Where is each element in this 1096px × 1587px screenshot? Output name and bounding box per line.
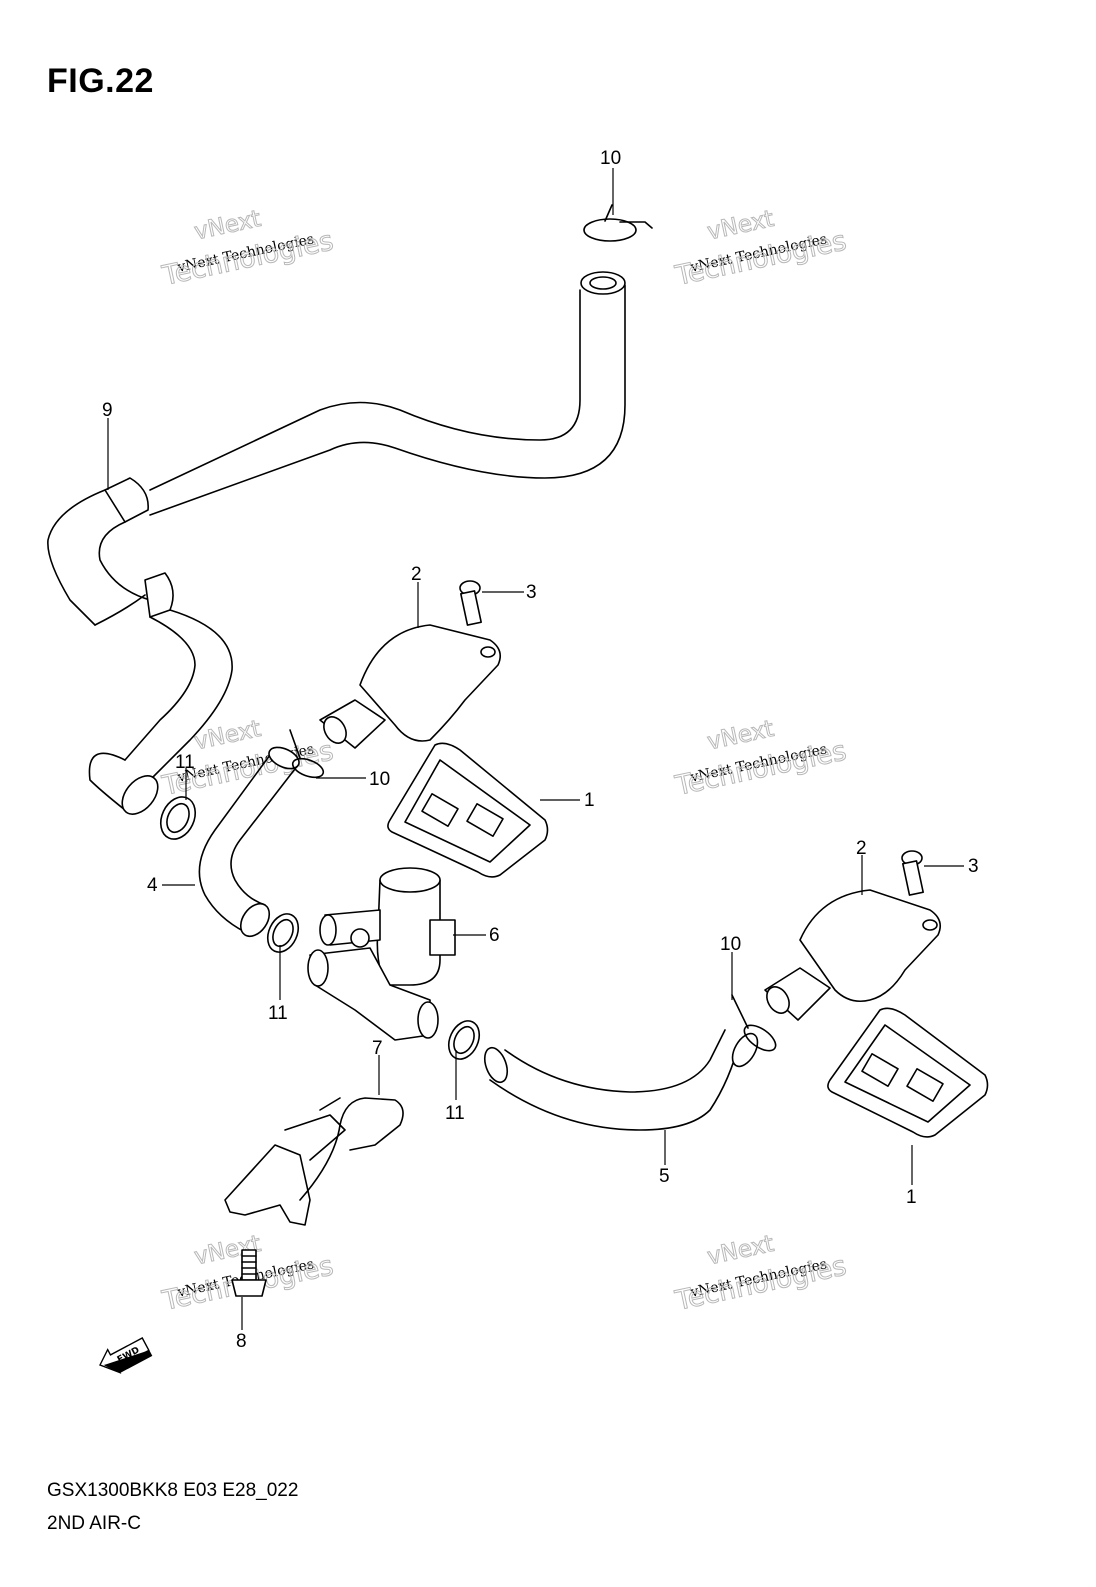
leader-lines	[107, 168, 964, 1330]
clip-10-top	[583, 204, 653, 242]
reed-valve-cover-upper	[319, 624, 501, 749]
svg-text:vNext: vNext	[192, 206, 263, 245]
svg-text:vNext: vNext	[705, 1231, 776, 1270]
bolt-3-upper	[459, 580, 482, 626]
svg-text:Technologies: Technologies	[672, 1250, 849, 1317]
solenoid-valve	[307, 867, 456, 1041]
fwd-arrow-icon: FWD	[99, 1337, 153, 1374]
clip-10-right	[731, 994, 777, 1052]
reed-valve-lower	[827, 1007, 989, 1138]
bracket	[224, 1097, 404, 1226]
callout-1: 1	[584, 790, 595, 811]
callout-7: 7	[372, 1038, 383, 1059]
callout-6: 6	[489, 925, 500, 946]
callout-3: 3	[526, 582, 537, 603]
watermark: vNext vNext Technologies Technologies vN…	[159, 205, 850, 1317]
diagram-name: 2ND AIR-C	[47, 1513, 141, 1534]
svg-text:Technologies: Technologies	[159, 225, 336, 292]
hose-clamp-11-b	[266, 913, 300, 953]
callout-11: 11	[175, 752, 195, 773]
callout-10: 10	[720, 934, 741, 955]
bolt-8	[231, 1249, 267, 1297]
reed-valve-cover-lower	[764, 889, 941, 1021]
svg-text:vNext: vNext	[192, 716, 263, 755]
svg-text:Technologies: Technologies	[672, 735, 849, 802]
hose-5	[483, 1029, 759, 1131]
callout-1: 1	[906, 1187, 917, 1208]
hose-4	[198, 746, 300, 938]
model-code: GSX1300BKK8 E03 E28_022	[47, 1480, 299, 1501]
callout-5: 5	[659, 1166, 670, 1187]
reed-valve-upper	[387, 742, 549, 878]
callout-11: 11	[268, 1003, 288, 1024]
svg-text:vNext: vNext	[705, 716, 776, 755]
callout-9: 9	[102, 400, 113, 421]
clip-10-mid	[289, 729, 325, 779]
bolt-3-lower	[901, 850, 924, 896]
callout-8: 8	[236, 1331, 247, 1352]
svg-text:vNext: vNext	[705, 206, 776, 245]
part-number-labels: 10 9 2 3 11 10 1 4 6 11 2 3 10 7 11 5 1 …	[102, 148, 979, 1352]
callout-3: 3	[968, 856, 979, 877]
callout-2: 2	[411, 564, 422, 585]
hose-clamp-11-c	[447, 1020, 481, 1060]
callout-11: 11	[445, 1103, 465, 1124]
hose-clamp-11-a	[159, 796, 197, 840]
hose-9	[47, 271, 626, 815]
callout-10: 10	[369, 769, 390, 790]
callout-2: 2	[856, 838, 867, 859]
svg-text:Technologies: Technologies	[672, 225, 849, 292]
callout-4: 4	[147, 875, 158, 896]
callout-10: 10	[600, 148, 621, 169]
figure-title: FIG.22	[47, 62, 154, 100]
